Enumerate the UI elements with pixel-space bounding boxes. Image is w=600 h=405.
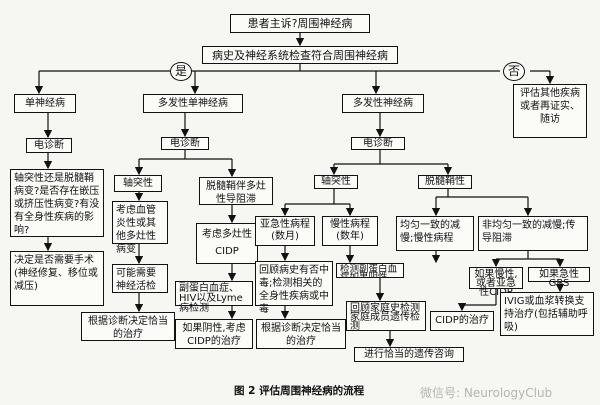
poly-edx-node: 电诊断 [351, 137, 405, 150]
history-exam-node: 病史及神经系统检查符合周围神经病 [202, 46, 398, 64]
figure-caption: 图 2 评估周围神经病的流程 [234, 385, 365, 397]
poly-subacute-node: 亚急性病程(数月) [255, 216, 315, 246]
patient-complaint-node: 患者主诉?周围神经病 [230, 14, 370, 33]
mono-lesion-question-node: 轴突性还是脱髓鞘病变?是否存在嵌压或挤压性病变?有没有全身性疾病的影响? [10, 169, 104, 237]
mm-vasculitis-node: 考虑血管炎性或其他多灶性病变 [112, 201, 168, 255]
mm-cidp-treatment-node: 如果阴性,考虑CIDP的治疗 [175, 319, 253, 349]
polyneuropathy-node: 多发性神经病 [342, 94, 424, 113]
poly-family-history-node: 回顾家庭史检测家庭成员遗传检测 [346, 301, 426, 332]
poly-paraprotein-test-node: 检测副蛋白血症如果阴性 [336, 263, 404, 278]
no-branch-label: 否 [503, 62, 525, 81]
mono-edx-node: 电诊断 [26, 138, 72, 153]
mm-treatment-node: 根据诊断决定恰当的治疗 [81, 312, 175, 341]
yes-branch-label: 是 [170, 62, 192, 81]
poly-chronic-cidp-node: 如果慢性,或者亚急性CIDP [469, 267, 523, 298]
mm-paraprotein-test-node: 副蛋白血症、HIV以及Lyme病检测 [175, 281, 253, 314]
poly-acute-gbs-node: 如果急性GBS [528, 267, 590, 289]
poly-ivig-node: IVIG或血浆转换支持治疗(包括辅助呼吸) [500, 292, 594, 336]
mm-nerve-biopsy-node: 可能需要神经活检 [112, 264, 168, 293]
other-disease-node: 评估其他疾病或者再证实、随访 [513, 84, 587, 138]
poly-demyelinating-node: 脱髓鞘性 [418, 175, 472, 189]
poly-chronic-node: 慢性病程(数年) [322, 216, 378, 246]
mm-multifocal-cidp-node: 考虑多灶性CIDP [196, 223, 258, 264]
mm-axonal-node: 轴突性 [114, 175, 162, 192]
poly-nonuniform-slowing-node: 非均匀一致的减慢;传导阻滞 [478, 216, 588, 251]
wechat-watermark: 微信号: NeurologyClub [420, 386, 553, 400]
mononeuropathy-node: 单神经病 [14, 94, 76, 113]
poly-cidp-treatment-node: CIDP的治疗 [430, 311, 494, 331]
mm-edx-node: 电诊断 [161, 137, 209, 150]
mm-demyelinating-node: 脱髓鞘伴多灶性导阻滞 [199, 177, 273, 205]
mono-surgery-decision-node: 决定是否需要手术(神经修复、移位或减压) [10, 251, 104, 306]
poly-treatment-node: 根据诊断决定恰当的治疗 [256, 319, 346, 349]
poly-uniform-slowing-node: 均匀一致的减慢;慢性病程 [396, 216, 474, 251]
poly-toxic-review-node: 回顾病史有否中毒;检测相关的全身性疾病或中毒 [255, 261, 333, 315]
mononeuritis-multiplex-node: 多发性单神经病 [143, 94, 243, 113]
poly-genetic-counseling-node: 进行恰当的遗传咨询 [354, 347, 464, 362]
poly-axonal-node: 轴突性 [314, 175, 358, 189]
